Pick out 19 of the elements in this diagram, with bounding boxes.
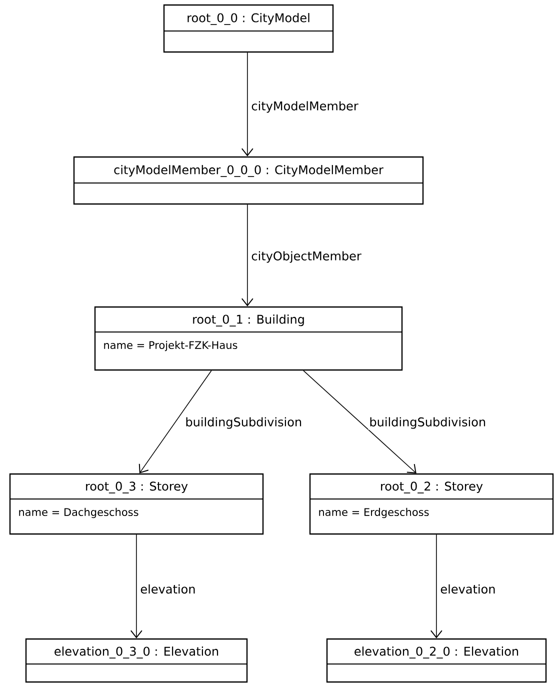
object-box: root_0_1 : Building name = Projekt-FZK-Haus: [94, 306, 403, 371]
arrow: [241, 52, 254, 156]
object-box: root_0_3 : Storey name = Dachgeschoss: [9, 473, 264, 535]
object-box: elevation_0_2_0 : Elevation: [326, 638, 547, 683]
object-box: root_0_0 : CityModel: [163, 4, 334, 53]
edge-label: cityModelMember: [250, 100, 360, 114]
arrow: [130, 534, 142, 638]
arrow: [303, 370, 416, 474]
arrow: [430, 534, 442, 638]
object-box: elevation_0_3_0 : Elevation: [25, 638, 248, 683]
object-box: cityModelMember_0_0_0 : CityModelMember: [73, 156, 424, 205]
edge-label: cityObjectMember: [250, 250, 362, 264]
edge-label: buildingSubdivision: [368, 416, 488, 430]
edge-label: buildingSubdivision: [184, 416, 304, 430]
object-box: root_0_2 : Storey name = Erdgeschoss: [309, 473, 554, 535]
edge-label: elevation: [139, 583, 197, 595]
arrow: [138, 370, 212, 474]
edge-label: elevation: [439, 583, 497, 595]
arrow: [241, 204, 254, 306]
